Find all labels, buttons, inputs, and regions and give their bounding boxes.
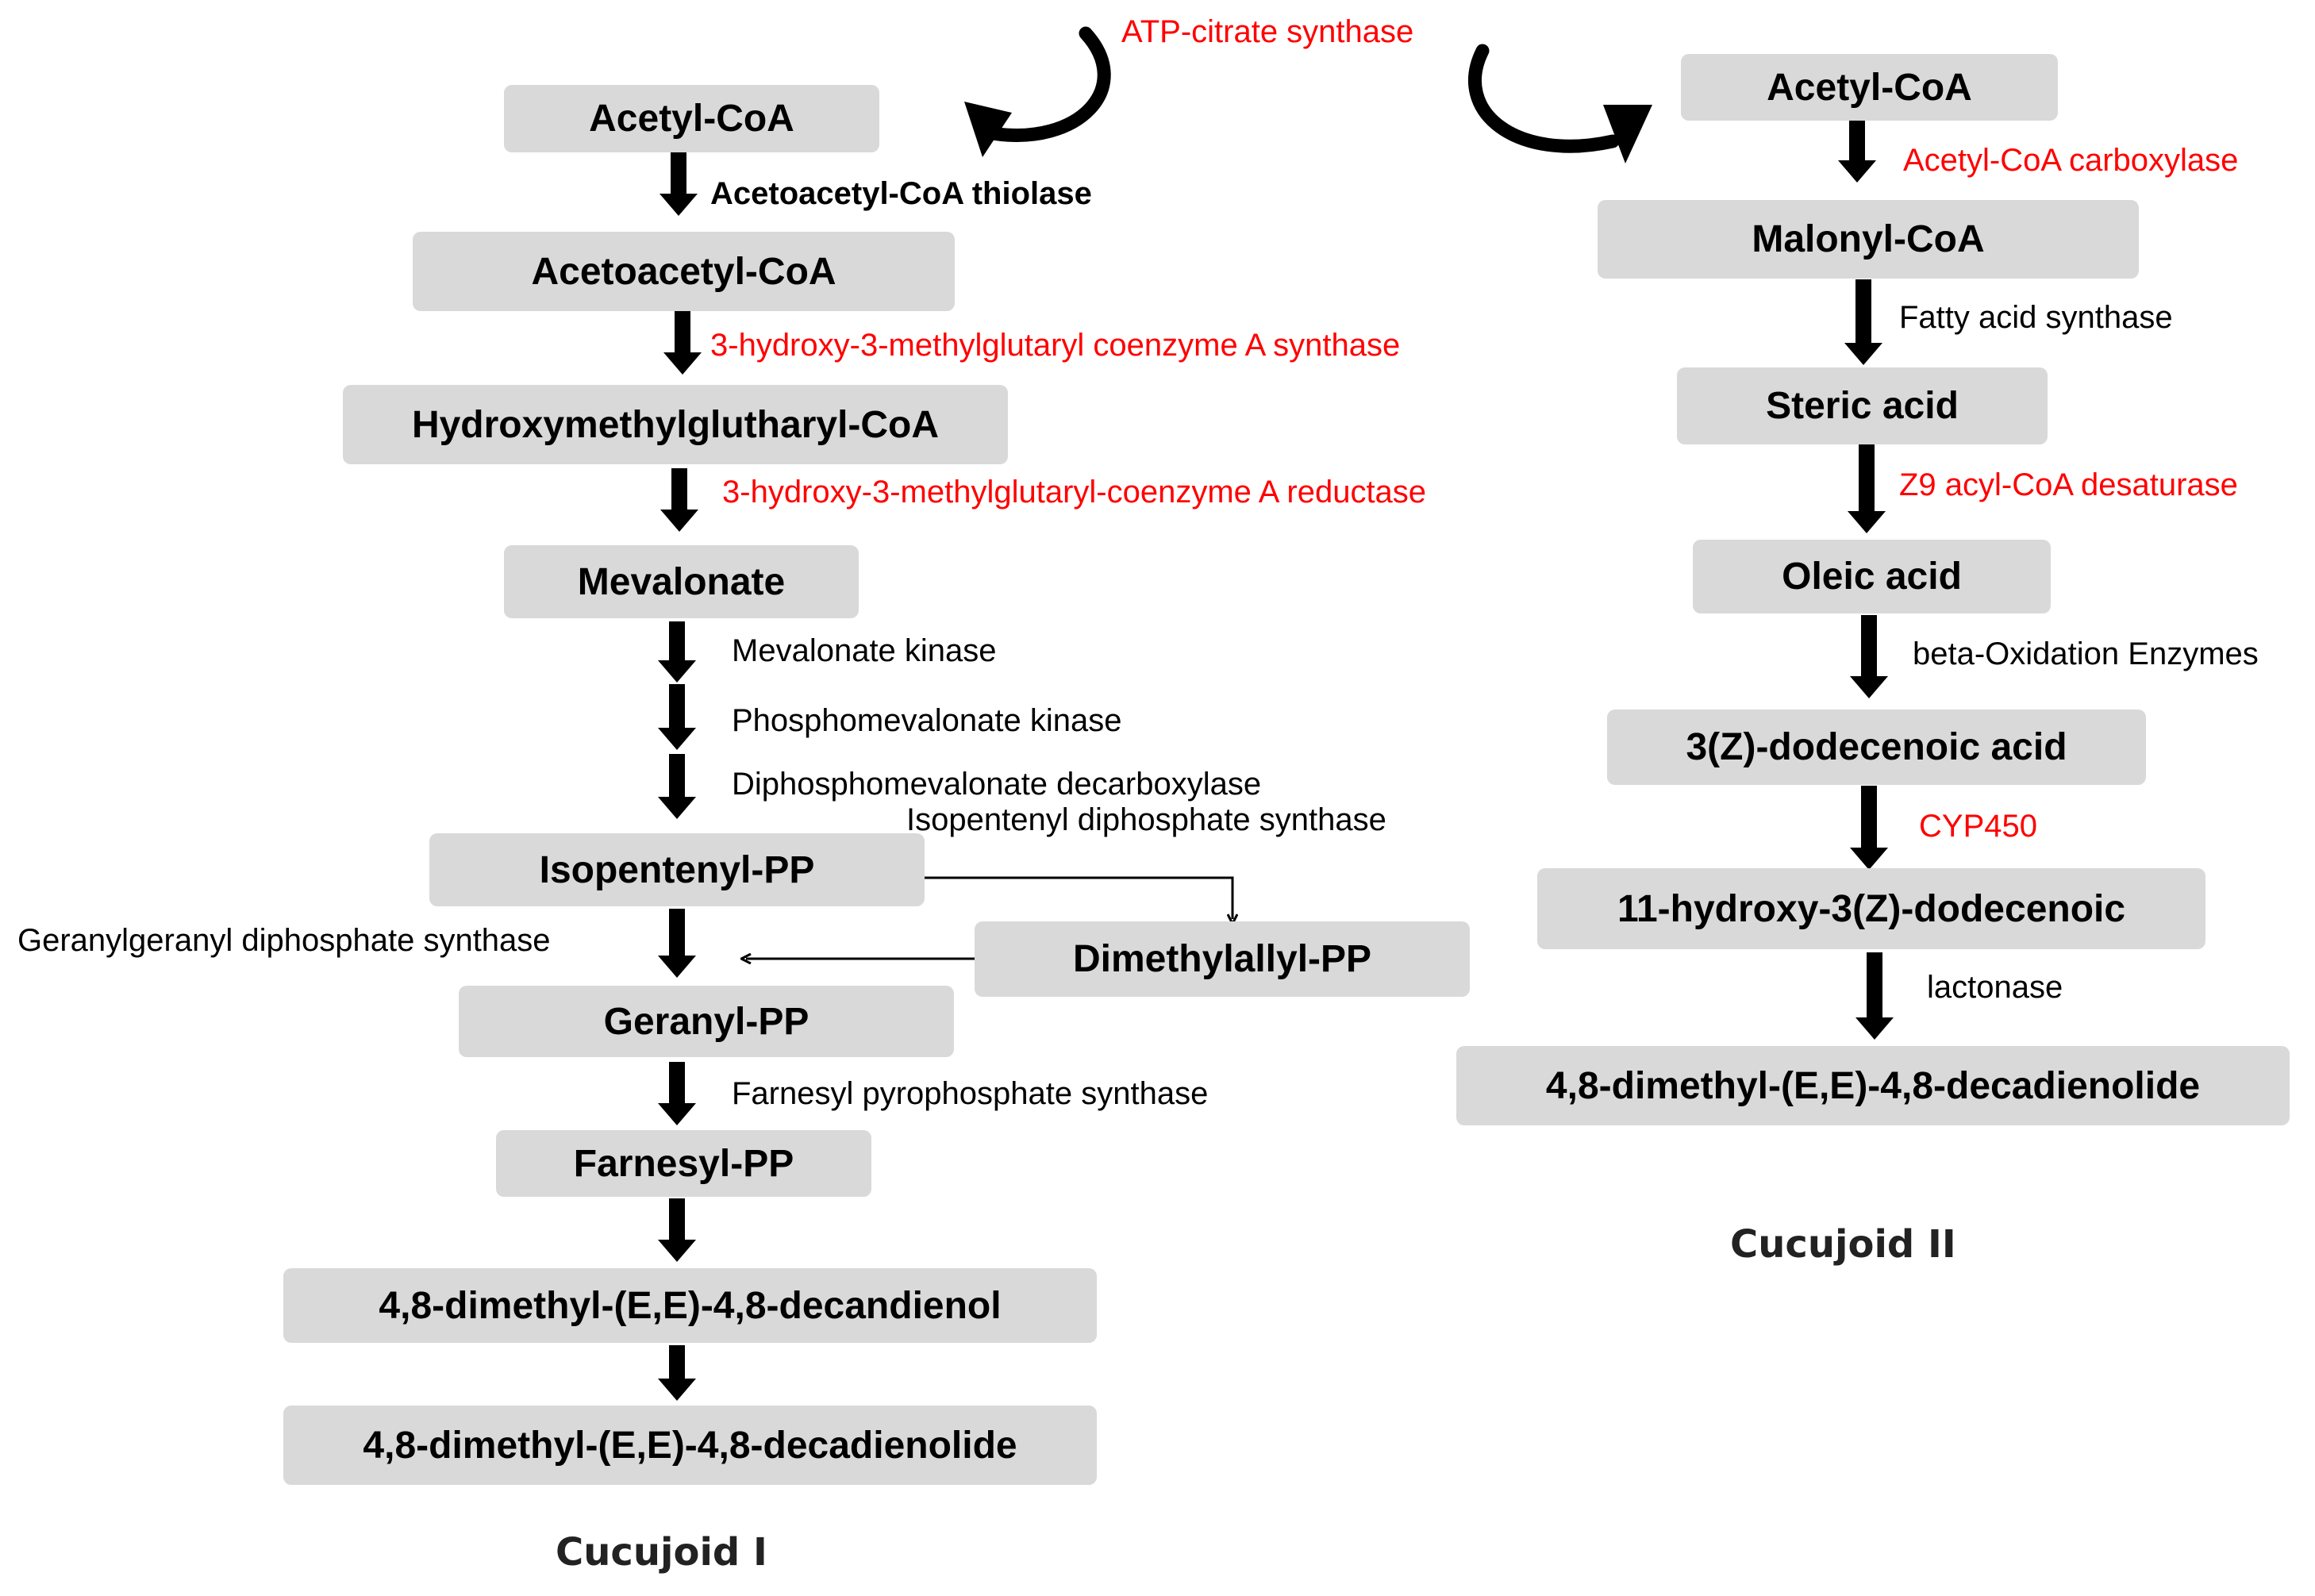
c2-malonyl-coa-node: Malonyl-CoA [1598,200,2139,279]
c2-arrow-6 [1855,952,1894,1040]
c1-mevalonate-kinase-label: Mevalonate kinase [732,633,997,668]
atp-citrate-synthase-label: ATP-citrate synthase [1121,14,1414,49]
curved-arrow-left [964,26,1111,157]
c1-arrow-1 [660,152,698,216]
c1-hmg-reductase-label: 3-hydroxy-3-methylglutaryl-coenzyme A re… [722,475,1427,510]
c2-arrow-5 [1850,786,1888,870]
c1-acetoacetyl-coa-node: Acetoacetyl-CoA [413,232,955,311]
c2-arrow-2 [1844,279,1882,365]
c2-arrow-3 [1848,444,1886,533]
c2-steric-acid-node: Steric acid [1677,367,2048,444]
c2-cyp450-label: CYP450 [1919,809,2037,844]
c1-decadienolide-node: 4,8-dimethyl-(E,E)-4,8-decadienolide [283,1406,1097,1485]
cucujoid-i-title: Cucujoid I [556,1530,767,1575]
c1-ggpp-synthase-label: Geranylgeranyl diphosphate synthase [17,923,551,958]
c1-arrow-2 [663,311,702,375]
c1-phosphomevalonate-kinase-label: Phosphomevalonate kinase [732,703,1122,738]
c2-beta-oxidation-label: beta-Oxidation Enzymes [1913,636,2259,671]
c2-oleic-acid-node: Oleic acid [1693,540,2051,613]
step-arrows [658,121,1894,1401]
c1-arrow-9 [658,1198,696,1262]
cucujoid-ii-title: Cucujoid II [1730,1222,1956,1267]
c2-acc-label: Acetyl-CoA carboxylase [1903,143,2239,178]
c2-arrow-1 [1838,121,1876,183]
c2-lactonase-label: lactonase [1927,970,2063,1005]
c1-acetyl-coa-node: Acetyl-CoA [504,85,879,152]
c2-dodecenoic-acid-node: 3(Z)-dodecenoic acid [1607,710,2146,785]
c1-decandienol-node: 4,8-dimethyl-(E,E)-4,8-decandienol [283,1268,1097,1343]
c1-dimethylallyl-pp-node: Dimethylallyl-PP [975,921,1470,997]
c1-arrow-7 [658,909,696,978]
c1-thiolase-label: Acetoacetyl-CoA thiolase [710,176,1092,211]
c1-arrow-5 [658,684,696,750]
c1-hmg-synthase-label: 3-hydroxy-3-methylglutaryl coenzyme A sy… [710,328,1401,363]
c2-acetyl-coa-node: Acetyl-CoA [1681,54,2058,121]
c1-diphosphomevalonate-decarboxylase-label: Diphosphomevalonate decarboxylase [732,767,1262,802]
c1-arrow-4 [658,621,696,683]
c1-ipp-synthase-label: Isopentenyl diphosphate synthase [906,802,1386,837]
c2-z9-desaturase-label: Z9 acyl-CoA desaturase [1899,467,2238,502]
c1-arrow-10 [658,1345,696,1401]
c1-fpp-synthase-label: Farnesyl pyrophosphate synthase [732,1076,1209,1111]
c1-mevalonate-node: Mevalonate [504,545,859,618]
c1-hmg-coa-node: Hydroxymethylglutharyl-CoA [343,385,1008,464]
c1-farnesyl-pp-node: Farnesyl-PP [496,1130,871,1197]
c1-geranyl-pp-node: Geranyl-PP [459,986,954,1057]
c2-hydroxy-dodecenoic-node: 11-hydroxy-3(Z)-dodecenoic [1537,868,2205,949]
curved-arrow-right [1468,44,1652,163]
c1-arrow-8 [658,1062,696,1125]
c1-arrow-6 [658,754,696,819]
c1-arrow-3 [660,468,698,532]
ipp-to-dmapp-arrow [925,876,1232,919]
c1-isopentenyl-pp-node: Isopentenyl-PP [429,833,925,906]
c2-fas-label: Fatty acid synthase [1899,300,2173,335]
c2-decadienolide-node: 4,8-dimethyl-(E,E)-4,8-decadienolide [1456,1046,2290,1125]
c2-arrow-4 [1850,615,1888,698]
